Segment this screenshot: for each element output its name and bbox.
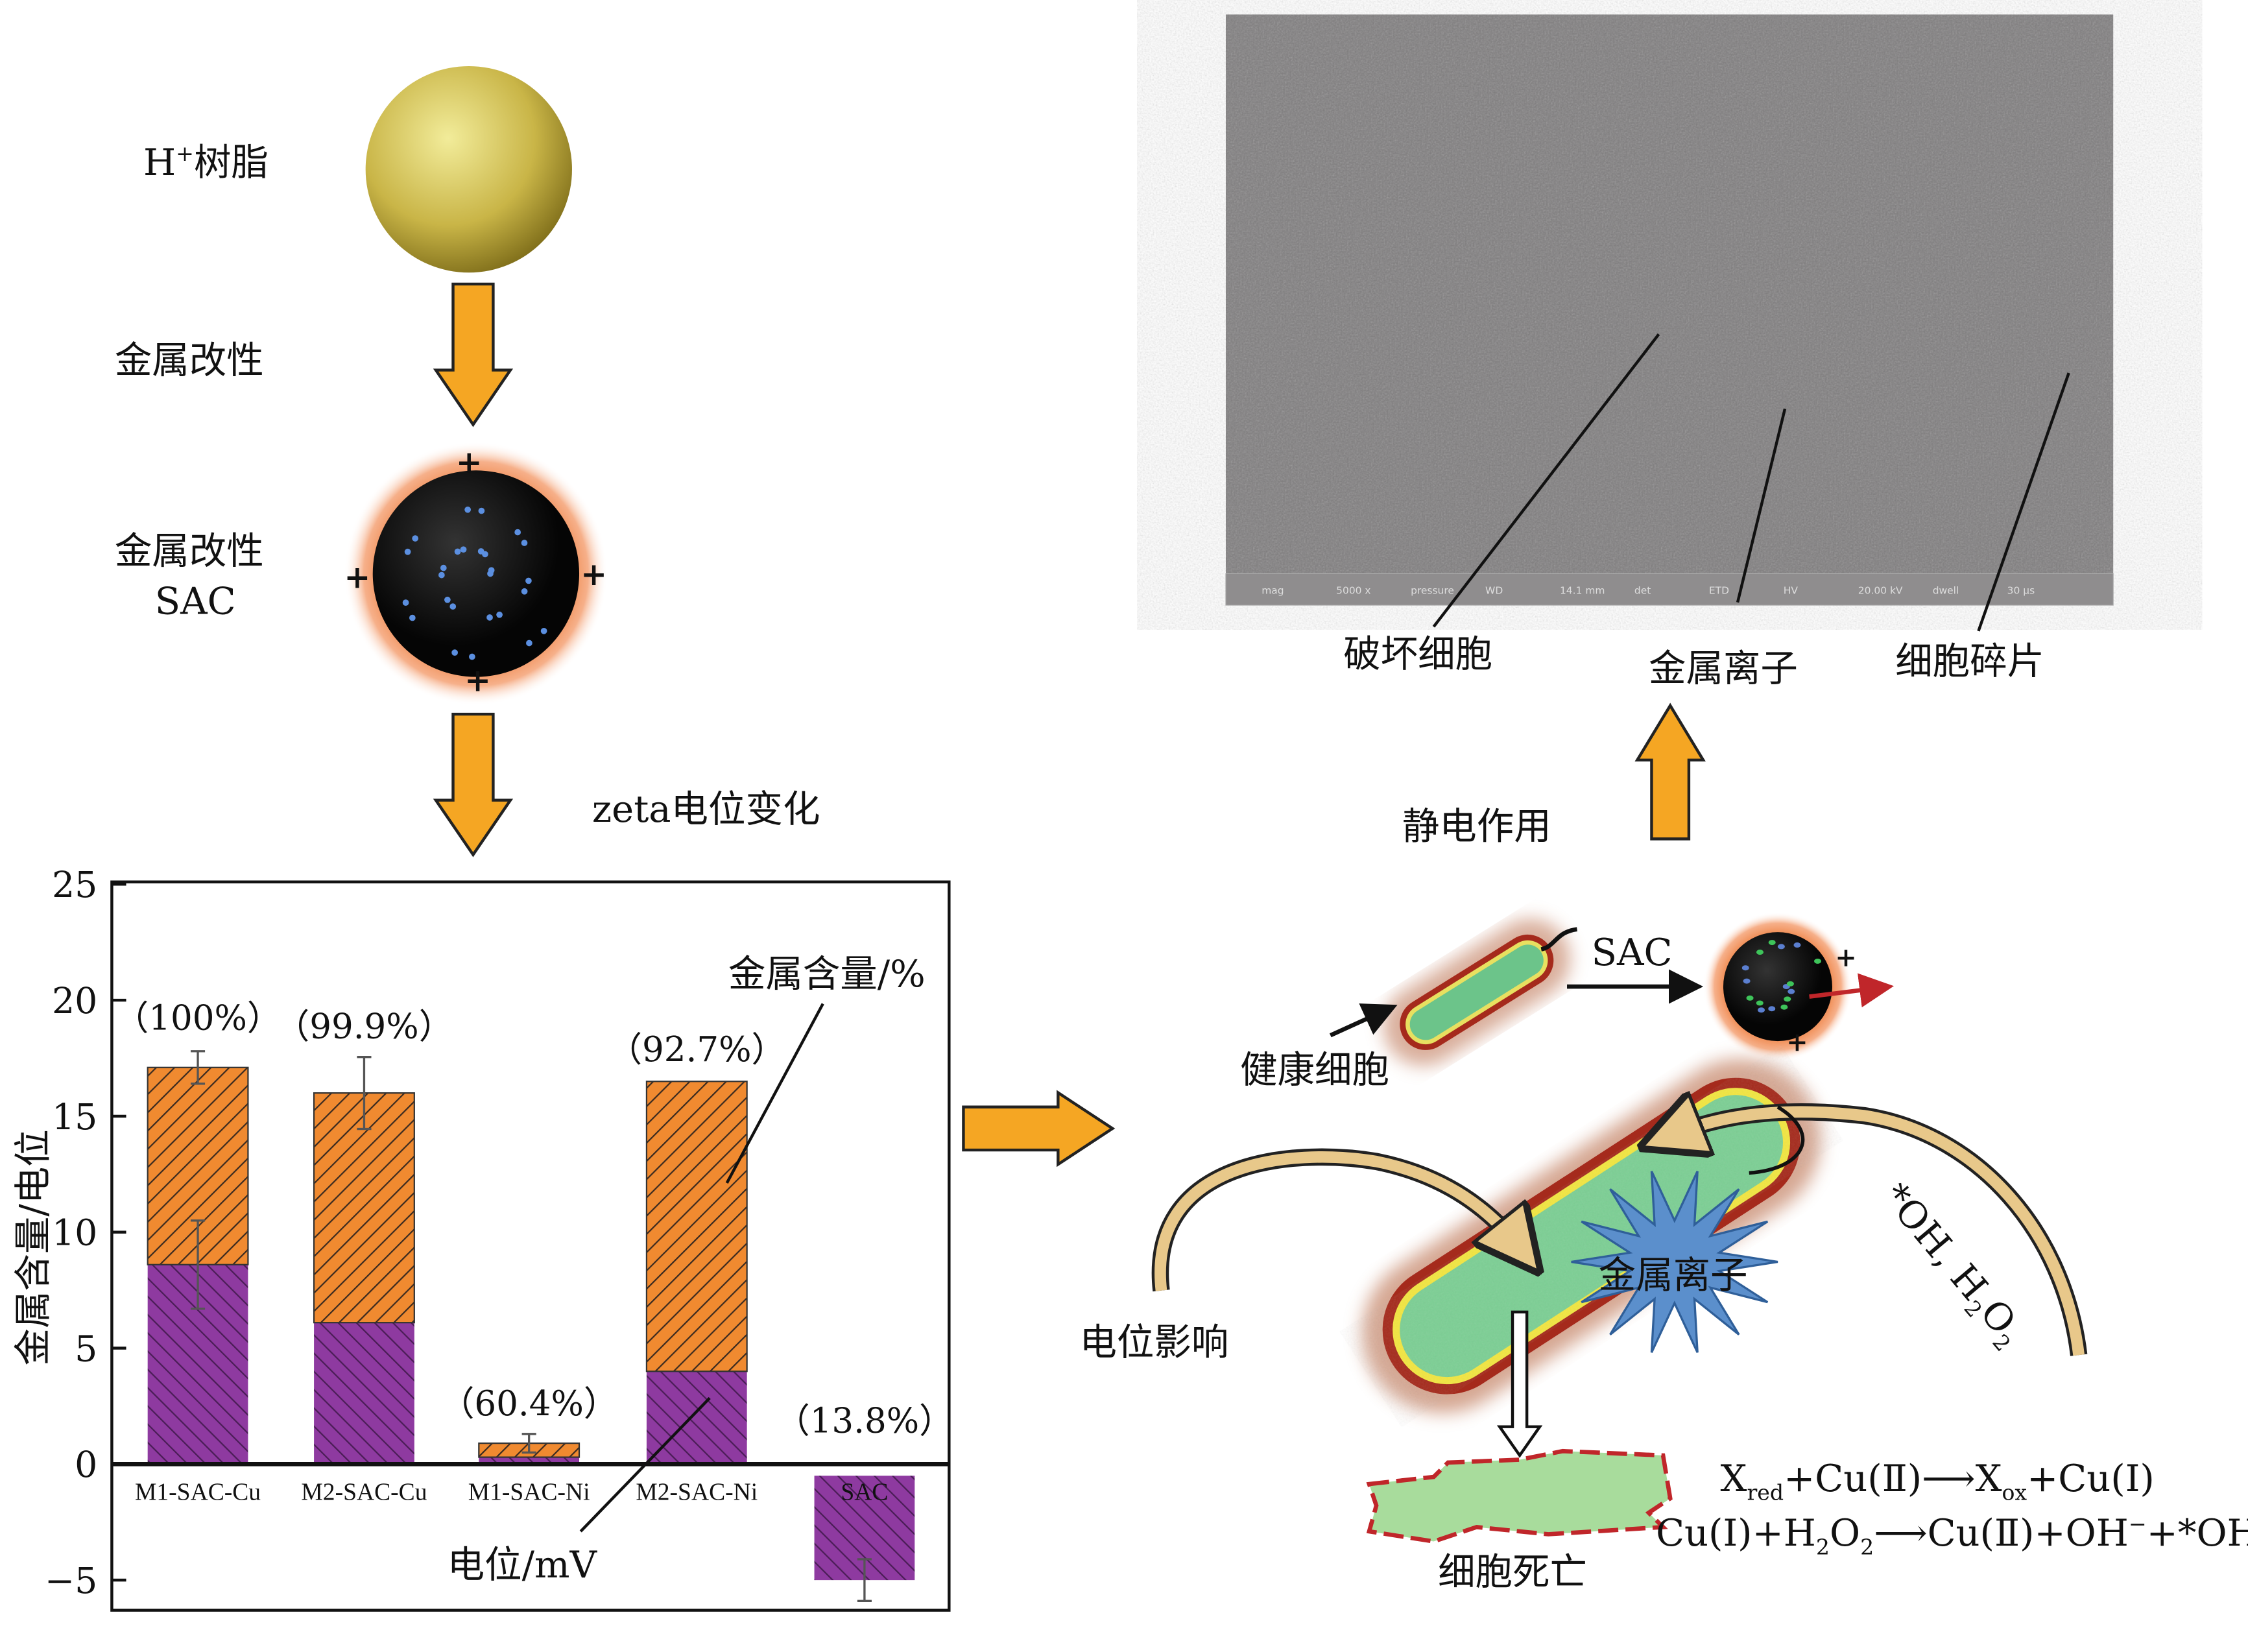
y-tick-label: 15 [52,1097,97,1138]
down-arrow-icon [433,282,514,427]
sem-info-text: 14.1 mm [1560,584,1605,596]
y-tick-label: 10 [52,1213,97,1254]
plus-sign: + [344,559,371,596]
cell-death-label: 细胞死亡 [1438,1550,1587,1594]
x-category-label: M1-SAC-Ni [468,1479,590,1505]
x-category-label: M2-SAC-Cu [301,1479,427,1505]
healthy-cell-label: 健康细胞 [1240,1048,1389,1092]
reaction-equation-1: Xred+Cu(Ⅱ)⟶Xox+Cu(Ⅰ) [1721,1457,2155,1505]
bar-chart: −5 0 5 10 15 20 25 M1-SAC-Cu （100%） M2-SAC-Cu （99… [12,865,954,1612]
modified-sac-label-2: SAC [155,579,236,623]
sem-info-text: 20.00 kV [1858,584,1903,596]
annotation-line [725,1003,824,1184]
plus-sign: + [580,556,607,593]
plus-sign: + [1835,943,1856,973]
sem-info-text: det [1634,584,1651,596]
metal-modification-label: 金属改性 [115,339,264,382]
flagellum-icon [1540,927,1578,952]
sem-info-text: mag [1262,584,1284,596]
sem-info-text: pressure [1411,584,1454,596]
sem-info-text: ETD [1709,584,1729,596]
sac-bead-icon: + + + + [344,442,608,706]
percent-label: （92.7%） [608,1029,786,1070]
pointer-line [1977,372,2070,632]
bar-potential [646,1371,747,1465]
y-tick-label: 20 [52,981,97,1022]
pointer-arrow [1329,1003,1398,1038]
cell-debris-label: 细胞碎片 [1895,640,2044,683]
reaction-equation-2: Cu(Ⅰ)+H2O2⟶Cu(Ⅱ)+OH−+*OH [1656,1511,2248,1559]
hollow-down-arrow-icon [1496,1310,1543,1458]
x-category-label: M1-SAC-Cu [135,1479,261,1505]
sac-particle-icon: + + [1703,912,1894,1062]
x-category-label: SAC [841,1479,888,1505]
damaged-bacterium-icon [1361,1059,1821,1413]
pointer-line [1432,333,1660,628]
sem-info-text: 30 μs [2007,584,2035,596]
modified-sac-label: 金属改性 [115,529,264,573]
x-category-label: M2-SAC-Ni [636,1479,758,1505]
sem-image: mag 5000 x pressure WD 14.1 mm det ETD HV 20.00 … [1225,14,2114,606]
y-tick-label: 25 [52,865,97,906]
y-tick-label: 0 [75,1444,97,1486]
plus-sign: + [464,662,491,699]
y-tick-label: −5 [45,1561,97,1602]
resin-bead-icon [365,66,572,273]
sem-info-text: HV [1784,584,1799,596]
up-arrow-icon [1634,702,1706,841]
electrostatic-label: 静电作用 [1402,804,1551,848]
percent-label: （100%） [114,998,281,1038]
left-panel: H+树脂 金属改性 金属改性 SAC + + + + zeta电位变化 [115,66,820,857]
annotation-line [579,1396,711,1533]
percent-label: （99.9%） [275,1007,453,1047]
star-metal-ion-label: 金属离子 [1599,1253,1748,1297]
healthy-cell-icon [1383,918,1571,1066]
plot-frame [110,880,951,1612]
metal-ion-star-icon: 金属离子 [1571,1171,1778,1353]
potential-annotation: 电位/mV [448,1543,598,1586]
dead-cell-icon [1366,1448,1673,1544]
plus-sign: + [456,444,483,481]
metal-content-annotation: 金属含量/% [728,952,926,996]
bar-potential [314,1323,414,1465]
y-axis-label: 金属含量/电位 [12,1129,55,1365]
zeta-potential-label: zeta电位变化 [592,787,820,831]
bar-potential [479,1457,580,1465]
right-arrow-icon [962,1090,1116,1167]
bar-metal-content [645,1081,748,1372]
metal-ion-label: 金属离子 [1649,647,1798,690]
resin-label: H+树脂 [143,141,269,184]
y-tick-label: 5 [75,1328,97,1370]
sem-info-text: 5000 x [1336,584,1370,596]
pointer-line [1736,408,1787,603]
down-arrow-icon [433,712,514,857]
percent-label: （13.8%） [776,1401,954,1441]
sem-info-text: WD [1485,584,1503,596]
damaged-cell-label: 破坏细胞 [1343,632,1492,676]
sac-label: SAC [1592,931,1673,974]
percent-label: （60.4%） [440,1383,618,1424]
plus-sign: + [1786,1028,1808,1058]
potential-effect-label: 电位影响 [1079,1321,1228,1364]
sem-info-text: dwell [1933,584,1959,596]
